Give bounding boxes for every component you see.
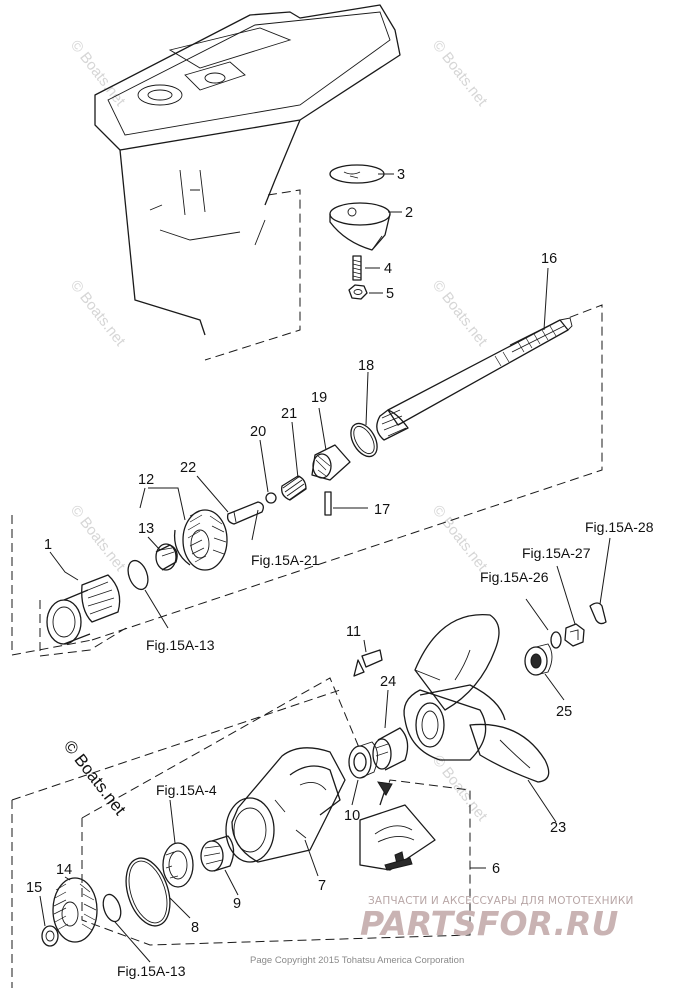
callout-10: 10: [344, 808, 360, 824]
carrier-ball-bearing: [162, 842, 194, 888]
watermark-text: © Boats.net: [67, 37, 129, 110]
callout-19: 19: [311, 390, 327, 406]
watermark-text: © Boats.net: [429, 502, 491, 575]
watermark-text: © Boats.net: [429, 37, 491, 110]
callout-8: 8: [191, 920, 199, 936]
watermark-text: © Boats.net: [429, 277, 491, 350]
fig-ref-15a-28: Fig.15A-28: [585, 519, 654, 535]
reverse-gear: [52, 877, 98, 943]
needle-bearing: [155, 543, 178, 571]
fig-ref-15a-13-upper: Fig.15A-13: [146, 637, 215, 653]
callout-2: 2: [405, 205, 413, 221]
partsfor-logo: PARTSFOR.RU: [360, 904, 618, 943]
fig-ref-15a-4: Fig.15A-4: [156, 782, 217, 798]
thrust-washer: [41, 925, 59, 947]
propeller-shaft: [376, 317, 573, 441]
thrust-holder: [372, 727, 409, 771]
lower-group-boundary: [11, 689, 341, 988]
callout-labels: 3 2 4 5 16 18 19 21 20 17 22 12 13 1 11 …: [26, 167, 572, 936]
tapered-roller-bearing: [46, 574, 121, 645]
callout-24: 24: [380, 674, 396, 690]
callout-18: 18: [358, 358, 374, 374]
forward-gear: [173, 509, 228, 571]
propeller-washer: [550, 631, 562, 649]
needle-bearing-carrier: [200, 835, 235, 872]
shift-plunger: [226, 501, 264, 525]
propeller-cap-group-boundary: [81, 677, 471, 946]
callout-9: 9: [233, 896, 241, 912]
propeller: [403, 613, 550, 783]
carrier-o-ring: [125, 857, 171, 927]
bearing-carrier: [225, 747, 346, 863]
bearing-set-box: [39, 600, 127, 657]
partsfor-badge: ЗАПЧАСТИ И АКСЕССУАРЫ ДЛЯ МОТОТЕХНИКИ PA…: [360, 895, 634, 943]
watermark-text: © Boats.net: [67, 277, 129, 350]
callout-22: 22: [180, 460, 196, 476]
stud-bolt: [352, 255, 362, 281]
callout-20: 20: [250, 424, 266, 440]
callout-21: 21: [281, 406, 297, 422]
callout-3: 3: [397, 167, 405, 183]
copyright-footer: Page Copyright 2015 Tohatsu America Corp…: [250, 955, 464, 966]
callout-13: 13: [138, 521, 154, 537]
gear-case-housing: [94, 4, 401, 361]
spring: [281, 475, 307, 501]
callout-15: 15: [26, 880, 42, 896]
callout-5: 5: [386, 286, 394, 302]
shim: [102, 893, 122, 923]
clutch-dog: [311, 444, 351, 481]
callout-6: 6: [492, 861, 500, 877]
clutch-pin: [324, 491, 332, 516]
callout-11: 11: [346, 624, 361, 640]
water-strainer-cap: [329, 164, 385, 184]
fig-ref-15a-13-lower: Fig.15A-13: [117, 963, 186, 979]
callout-14: 14: [56, 862, 72, 878]
leader-lines: [39, 173, 611, 963]
callout-1: 1: [44, 537, 52, 553]
propeller-nut: [564, 623, 585, 647]
bolt: [353, 649, 383, 677]
callout-16: 16: [541, 251, 557, 267]
callout-25: 25: [556, 704, 572, 720]
propeller-spacer: [524, 643, 553, 676]
boats-net-watermark: © Boats.net: [60, 737, 130, 819]
seal-detail-box: [359, 804, 436, 871]
callout-23: 23: [550, 820, 566, 836]
water-strainer: [329, 202, 391, 251]
cotter-pin: [589, 602, 607, 625]
upper-group-boundary: [11, 304, 603, 656]
shim-ring: [127, 559, 149, 591]
callout-17: 17: [374, 502, 390, 518]
callout-4: 4: [384, 261, 392, 277]
fig-ref-15a-21: Fig.15A-21: [251, 552, 320, 568]
o-ring: [350, 422, 378, 458]
fig-ref-15a-26: Fig.15A-26: [480, 569, 549, 585]
steel-ball: [265, 492, 277, 504]
partsfor-tagline: ЗАПЧАСТИ И АКСЕССУАРЫ ДЛЯ МОТОТЕХНИКИ: [368, 895, 634, 907]
fig-ref-15a-27: Fig.15A-27: [522, 545, 591, 561]
callout-12: 12: [138, 472, 154, 488]
hex-nut: [348, 284, 368, 300]
oil-seal: [348, 741, 378, 779]
callout-7: 7: [318, 878, 326, 894]
figure-references: Fig.15A-21 Fig.15A-13 Fig.15A-28 Fig.15A…: [117, 519, 654, 979]
watermark-text: © Boats.net: [67, 502, 129, 575]
